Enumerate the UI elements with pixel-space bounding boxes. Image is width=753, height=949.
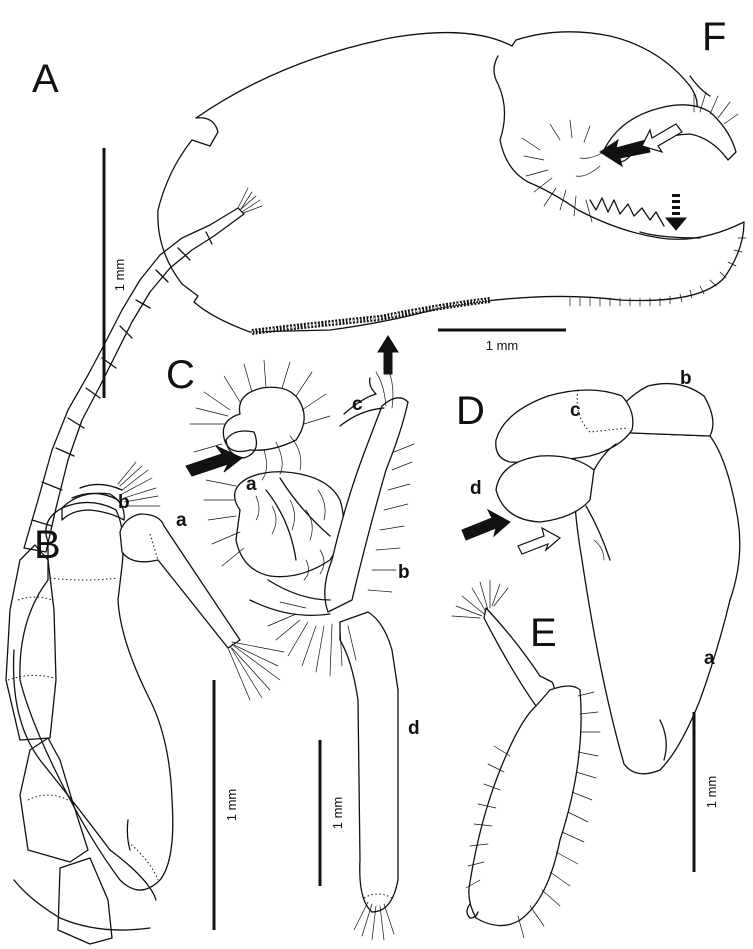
chela-fixed-finger xyxy=(493,55,745,240)
antenna-proximal-segment xyxy=(19,737,89,863)
mouthpart-segment-d xyxy=(339,611,399,913)
scale-label-a: 1 mm xyxy=(112,259,127,292)
label-b-a: a xyxy=(176,510,187,531)
antenna-basal-segment xyxy=(57,857,113,945)
arrow-f-dashed xyxy=(664,194,688,231)
label-d-c: c xyxy=(570,400,581,421)
panel-c-mouthpart: C xyxy=(166,353,420,941)
panel-letter-c: C xyxy=(166,353,195,397)
antenna-flagellum xyxy=(23,207,245,553)
label-c-b: b xyxy=(398,562,410,583)
panel-e-setose-appendage: E xyxy=(451,579,601,939)
scale-label-d: 1 mm xyxy=(704,776,719,809)
maxilliped-segment-a xyxy=(119,513,241,649)
arrow-c-black xyxy=(185,445,243,477)
arrow-d-white xyxy=(517,526,562,555)
panel-b-maxilliped: B b a 1 mm xyxy=(12,461,285,931)
label-b-b: b xyxy=(118,492,130,513)
panel-letter-f: F xyxy=(702,15,726,59)
panel-letter-d: D xyxy=(456,389,485,433)
panel-letter-a: A xyxy=(32,57,59,101)
label-c-c: c xyxy=(352,394,363,415)
antenna-middle-segment xyxy=(5,544,57,741)
maxilliped-segment-b xyxy=(61,492,125,521)
maxilliped-merus xyxy=(19,501,174,891)
scale-label-c: 1 mm xyxy=(330,797,345,830)
appendage-segment-c xyxy=(495,389,634,464)
scale-label-f: 1 mm xyxy=(486,338,519,353)
label-d-a: a xyxy=(704,648,715,669)
mouthpart-upper-lobe xyxy=(222,386,305,453)
chela-palm xyxy=(157,31,745,333)
label-d-b: b xyxy=(680,368,692,389)
arrow-d-black xyxy=(461,508,511,541)
panel-letter-b: B xyxy=(34,523,61,567)
mouthpart-segment-b xyxy=(324,397,409,613)
chela-granular-margin xyxy=(251,297,491,335)
label-d-d: d xyxy=(470,478,482,499)
panel-letter-e: E xyxy=(530,611,557,655)
appendage-segment-a xyxy=(573,431,741,775)
label-c-a: a xyxy=(246,474,257,495)
panel-f-chela: F xyxy=(157,15,747,375)
scale-label-b: 1 mm xyxy=(224,789,239,822)
panel-d-appendage: D b c d a 1 mm xyxy=(456,368,741,872)
setose-appendage-propodus xyxy=(468,685,582,927)
chela-teeth xyxy=(589,197,665,227)
panel-a-antenna: A 1 mm xyxy=(5,57,263,945)
arrow-f-white xyxy=(641,123,683,154)
arrow-f-up xyxy=(377,335,399,375)
mouthpart-lower-lobe xyxy=(233,471,344,578)
label-c-d: d xyxy=(408,718,420,739)
